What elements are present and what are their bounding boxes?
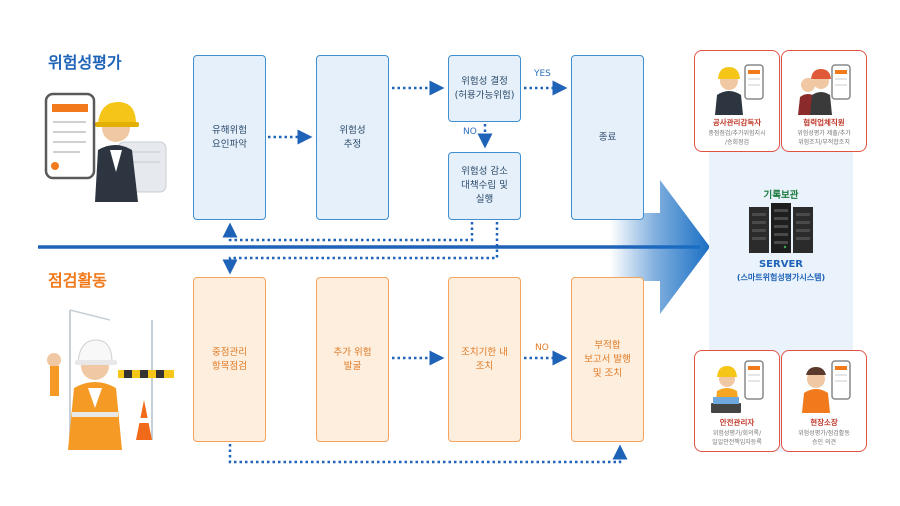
safety-worker-illustration [47,309,174,450]
risk-estimation-box: 위험성 추정 [316,55,389,220]
worker-with-phone-illustration [44,92,167,202]
partner-staff-avatar-icon [798,64,851,115]
server-system-name: (스마트위험성평가시스템) [736,273,826,282]
no-label-bottom: NO [535,343,549,353]
risk-reduction-box: 위험성 감소 대책수립 및 실행 [448,152,521,220]
safety-manager-avatar-icon [711,360,764,413]
role-desc: 위험성평가 제출/추가 위험조치/부적합조치 [797,130,851,146]
role-card-partner-staff: 협력업체직원 위험성평가 제출/추가 위험조치/부적합조치 [781,50,867,152]
storage-label: 기록보관 [763,190,799,201]
yes-label: YES [534,69,551,79]
nonconformance-report-box: 부적합 보고서 발행 및 조치 [571,277,644,442]
supervisor-avatar-icon [715,64,764,115]
role-desc: 중점점검/추가위험지시 /승회점검 [708,130,766,146]
role-card-construction-supervisor: 공사관리감독자 중점점검/추가위험지시 /승회점검 [694,50,780,152]
role-title: 공사관리감독자 [712,118,762,127]
risk-assessment-title: 위험성평가 [48,53,122,72]
role-card-site-manager: 현장소장 위험성평가/점검활동 승인 의견 [781,350,867,452]
site-manager-avatar-icon [802,360,851,413]
server-rack-icon [749,203,813,253]
action-within-deadline-box: 조치기한 내 조치 [448,277,521,442]
no-label-top: NO [463,127,477,137]
role-card-safety-manager: 안전관리자 위험성평가/회의록/ 일일안전책임자등록 [694,350,780,452]
role-title: 협력업체직원 [803,118,845,127]
additional-risk-box: 추가 위험 발굴 [316,277,389,442]
risk-determination-box: 위험성 결정 (허용가능위험) [448,55,521,122]
key-inspection-box: 중점관리 항목점검 [193,277,266,442]
inspection-title: 점검활동 [48,271,107,290]
role-desc: 위험성평가/회의록/ 일일안전책임자등록 [712,430,762,446]
role-desc: 위험성평가/점검활동 승인 의견 [798,430,850,446]
role-title: 현장소장 [810,418,838,427]
role-title: 안전관리자 [719,418,755,427]
end-box: 종료 [571,55,644,220]
hazard-identification-box: 유해위험 요인파악 [193,55,266,220]
server-name: SERVER [758,259,803,270]
